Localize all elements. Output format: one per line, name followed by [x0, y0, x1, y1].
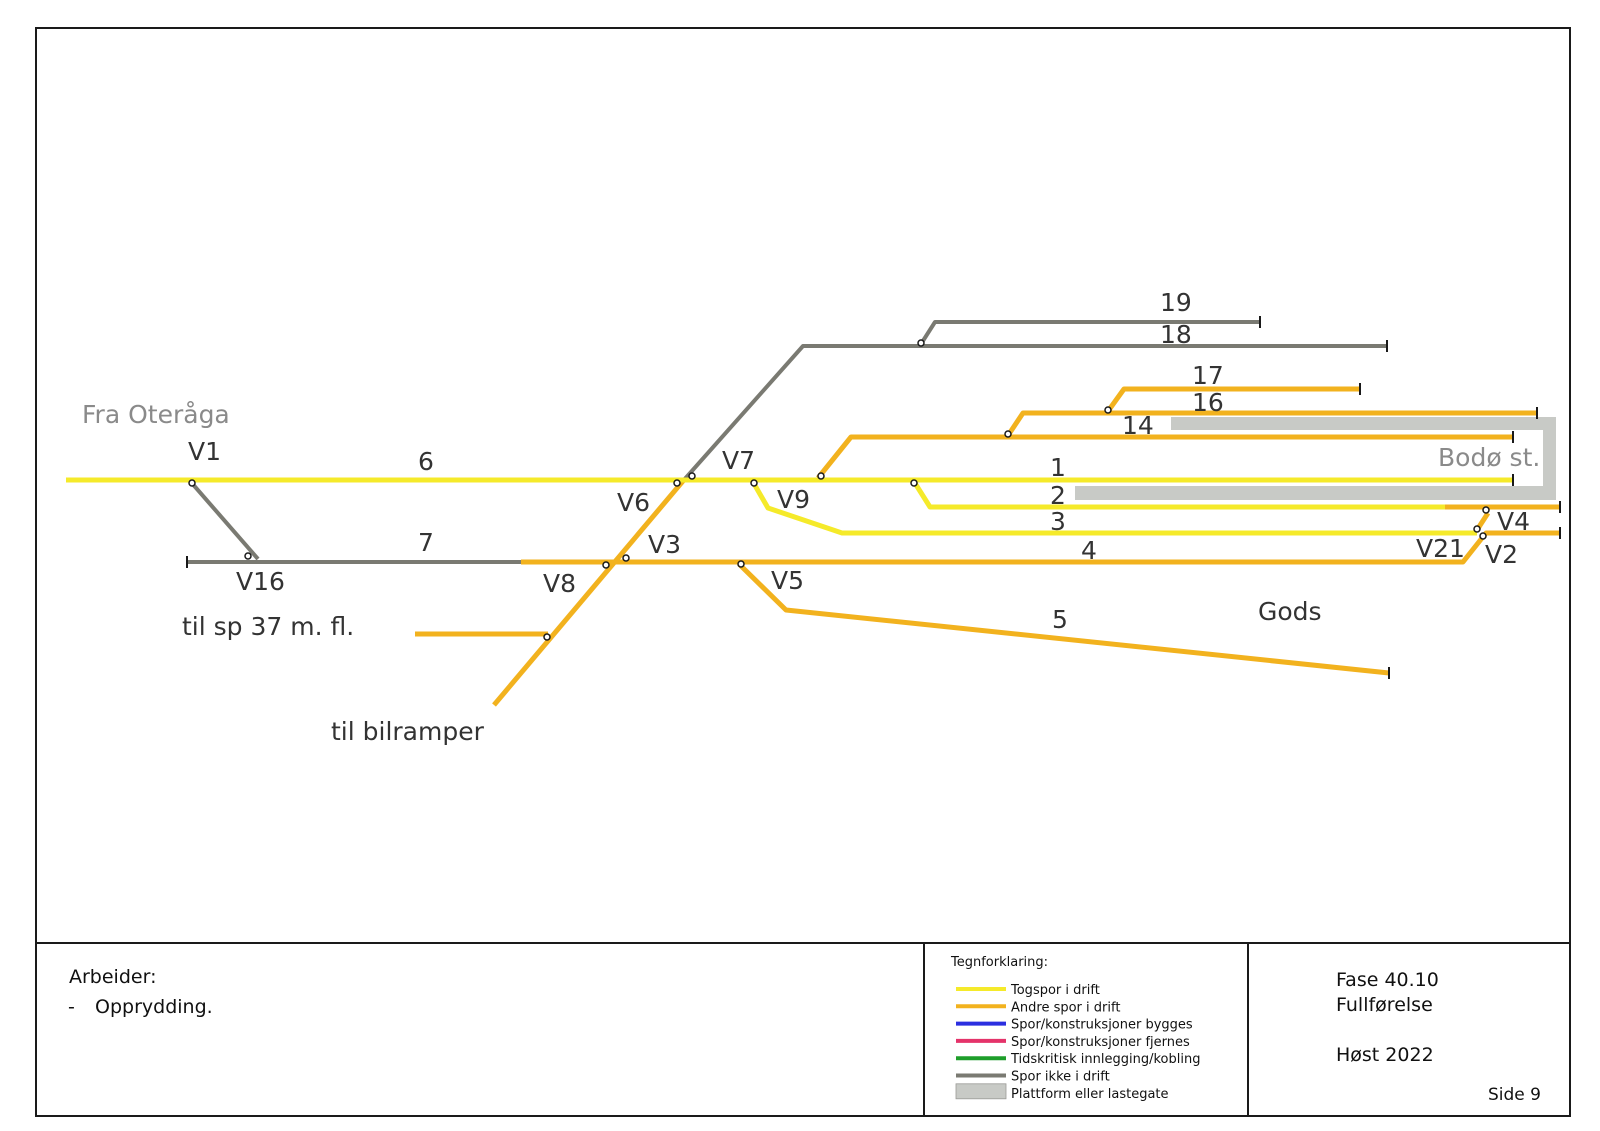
legend-label-3: Spor/konstruksjoner bygges	[1011, 1018, 1193, 1033]
label-track-14: 14	[1122, 411, 1154, 440]
label-switch-v21: V21	[1416, 534, 1465, 563]
work-panel: Arbeider: - Opprydding.	[68, 966, 213, 1018]
switch-marker-v6b	[688, 472, 696, 480]
tracks	[66, 316, 1561, 707]
switch-marker-v4	[1482, 506, 1490, 514]
label-track-19: 19	[1160, 288, 1192, 317]
sheet-frame	[35, 27, 1571, 1117]
label-track-2: 2	[1050, 481, 1066, 510]
switch-marker-v6	[673, 479, 681, 487]
switch-marker-v21	[1473, 525, 1481, 533]
track-3	[750, 480, 1477, 536]
label-track-7: 7	[418, 528, 434, 557]
track-v8-bilramper	[492, 479, 685, 707]
switch-marker-t2	[910, 479, 918, 487]
track-7-orange	[521, 530, 1560, 565]
label-track-6: 6	[418, 447, 434, 476]
label-switch-v16: V16	[236, 567, 285, 596]
platform-bodo	[1075, 417, 1556, 500]
label-switch-v4: V4	[1497, 507, 1530, 536]
phase-panel: Fase 40.10 Fullførelse Høst 2022 Side 9	[1336, 969, 1541, 1105]
switch-marker-v2	[1479, 532, 1487, 540]
switch-marker-v16	[244, 552, 252, 560]
page-number: Side 9	[1488, 1085, 1541, 1105]
switch-marker-v5	[737, 560, 745, 568]
switch-marker-sp37	[543, 633, 551, 641]
label-track-18: 18	[1160, 320, 1192, 349]
label-track-3: 3	[1050, 507, 1066, 536]
label-switch-v1: V1	[188, 437, 221, 466]
work-item: Opprydding.	[95, 996, 213, 1018]
label-switch-v2: V2	[1485, 540, 1518, 569]
track-v1-v16-crossover	[188, 479, 260, 561]
switch-markers	[188, 339, 1490, 641]
legend-label-6: Spor ikke i drift	[1011, 1070, 1110, 1085]
label-switch-v3: V3	[648, 530, 681, 559]
switch-marker-t16	[1104, 406, 1112, 414]
switch-marker-t18	[917, 339, 925, 347]
label-bodo-st: Bodø st.	[1438, 443, 1540, 472]
legend-swatch-7	[955, 1083, 1007, 1100]
switch-marker-v3	[622, 554, 630, 562]
tracks-not-in-use	[187, 320, 1387, 564]
label-switch-v5: V5	[771, 566, 804, 595]
work-bullet: -	[68, 996, 75, 1018]
legend-title: Tegnforklaring:	[950, 955, 1048, 970]
track-5	[737, 562, 1390, 676]
legend-label-4: Spor/konstruksjoner fjernes	[1011, 1035, 1190, 1050]
buffer-stops	[186, 316, 1561, 679]
work-title: Arbeider:	[69, 966, 156, 988]
diagram-labels: Fra Oteråga Bodø st. Gods til sp 37 m. f…	[82, 288, 1540, 746]
track-2	[910, 478, 1445, 510]
switch-marker-v1	[188, 479, 196, 487]
label-track-4: 4	[1081, 536, 1097, 565]
label-gods: Gods	[1258, 597, 1322, 626]
legend-label-1: Togspor i drift	[1010, 983, 1100, 998]
platforms	[1075, 417, 1556, 500]
tracks-other-in-operation	[415, 386, 1560, 707]
phase-season: Høst 2022	[1336, 1044, 1434, 1066]
label-switch-v6: V6	[617, 488, 650, 517]
label-switch-v9: V9	[777, 485, 810, 514]
label-track-5: 5	[1052, 605, 1068, 634]
label-track-16: 16	[1192, 388, 1224, 417]
track-19	[919, 320, 1260, 346]
track-14	[816, 434, 1513, 480]
switch-marker-t14	[1004, 430, 1012, 438]
switch-marker-v9	[817, 472, 825, 480]
phase-number: Fase 40.10	[1336, 969, 1439, 991]
label-track-17: 17	[1192, 361, 1224, 390]
switch-marker-v8	[602, 561, 610, 569]
label-til-bilramper: til bilramper	[331, 717, 485, 746]
legend-label-5: Tidskritisk innlegging/kobling	[1010, 1052, 1200, 1067]
track-17	[1103, 386, 1360, 416]
switch-marker-v7	[750, 479, 758, 487]
label-switch-v8: V8	[543, 569, 576, 598]
track-18	[681, 344, 1387, 483]
legend-label-7: Plattform eller lastegate	[1011, 1087, 1169, 1102]
track-16	[1004, 410, 1537, 439]
legend-label-2: Andre spor i drift	[1011, 1000, 1120, 1015]
phase-name: Fullførelse	[1336, 994, 1433, 1016]
tracks-train-in-operation	[66, 477, 1513, 536]
label-fra-oteraga: Fra Oteråga	[82, 400, 230, 429]
label-til-sp-37: til sp 37 m. fl.	[182, 612, 354, 641]
label-track-1: 1	[1050, 453, 1066, 482]
label-switch-v7: V7	[722, 446, 755, 475]
